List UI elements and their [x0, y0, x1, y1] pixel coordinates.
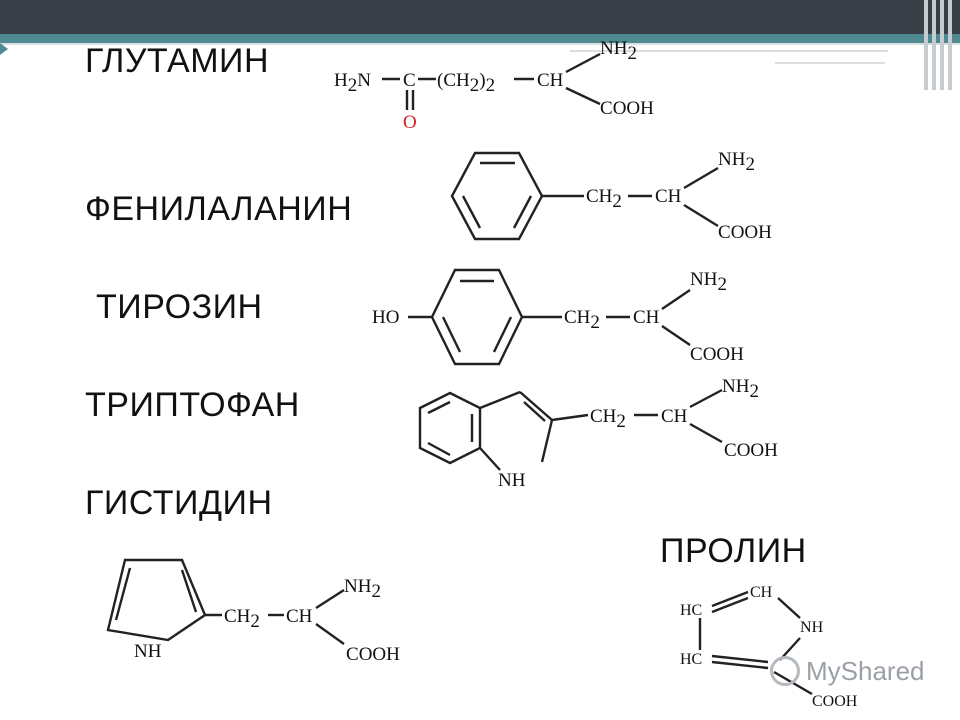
decor-line [775, 62, 885, 64]
label-phenylalanine: ФЕНИЛАЛАНИН [85, 190, 353, 228]
svg-text:C: C [403, 70, 416, 91]
svg-text:(CH2)2: (CH2)2 [437, 70, 495, 96]
proline-formula: HC CH NH HC COOH [680, 584, 858, 710]
label-histidine: ГИСТИДИН [85, 484, 273, 522]
slide-top-band [0, 34, 960, 43]
svg-text:HC: HC [680, 602, 702, 619]
svg-text:COOH: COOH [346, 644, 400, 665]
svg-text:CH2: CH2 [586, 186, 622, 212]
histidine-formula: NH CH2 CH NH2 COOH [106, 558, 400, 665]
svg-text:H2N: H2N [334, 70, 371, 96]
decor-line [570, 50, 888, 52]
svg-text:NH2: NH2 [718, 149, 755, 175]
svg-text:HO: HO [372, 307, 399, 328]
slide-flag-marker [0, 43, 8, 55]
svg-text:CH: CH [661, 406, 688, 427]
watermark: MyShared [770, 656, 925, 686]
label-tyrosine: ТИРОЗИН [96, 288, 263, 326]
svg-text:NH2: NH2 [600, 38, 637, 64]
svg-text:COOH: COOH [812, 693, 858, 710]
svg-text:NH: NH [800, 619, 824, 636]
svg-text:NH2: NH2 [344, 576, 381, 602]
svg-text:NH2: NH2 [722, 376, 759, 402]
svg-text:COOH: COOH [690, 344, 744, 365]
svg-text:HC: HC [680, 651, 702, 668]
svg-text:CH: CH [537, 70, 564, 91]
svg-text:COOH: COOH [724, 440, 778, 461]
svg-text:NH: NH [498, 470, 526, 491]
svg-text:CH2: CH2 [224, 606, 260, 632]
label-proline: ПРОЛИН [660, 532, 807, 570]
label-tryptophan: ТРИПТОФАН [85, 386, 300, 424]
watermark-logo-icon [770, 656, 800, 686]
svg-text:CH: CH [286, 606, 313, 627]
tyrosine-formula: HO CH2 CH NH2 COOH [372, 268, 744, 366]
phenylalanine-formula: CH2 CH NH2 COOH [450, 149, 772, 243]
svg-text:CH2: CH2 [564, 307, 600, 333]
decor-stripes [924, 0, 952, 90]
svg-text:CH: CH [633, 307, 660, 328]
svg-text:CH: CH [750, 584, 773, 601]
slide-top-bar [0, 0, 960, 34]
svg-text:CH2: CH2 [590, 406, 626, 432]
svg-text:COOH: COOH [600, 98, 654, 119]
glutamine-formula: H2N C (CH2)2 CH O NH2 COOH [334, 38, 654, 133]
svg-text:CH: CH [655, 186, 682, 207]
svg-text:COOH: COOH [718, 222, 772, 243]
watermark-text: MyShared [806, 655, 925, 686]
slide-top-line [0, 43, 960, 45]
svg-text:O: O [403, 112, 417, 133]
svg-text:NH: NH [134, 641, 162, 662]
tryptophan-formula: NH CH2 CH NH2 COOH [418, 376, 778, 491]
label-glutamine: ГЛУТАМИН [85, 42, 270, 80]
svg-text:NH2: NH2 [690, 269, 727, 295]
